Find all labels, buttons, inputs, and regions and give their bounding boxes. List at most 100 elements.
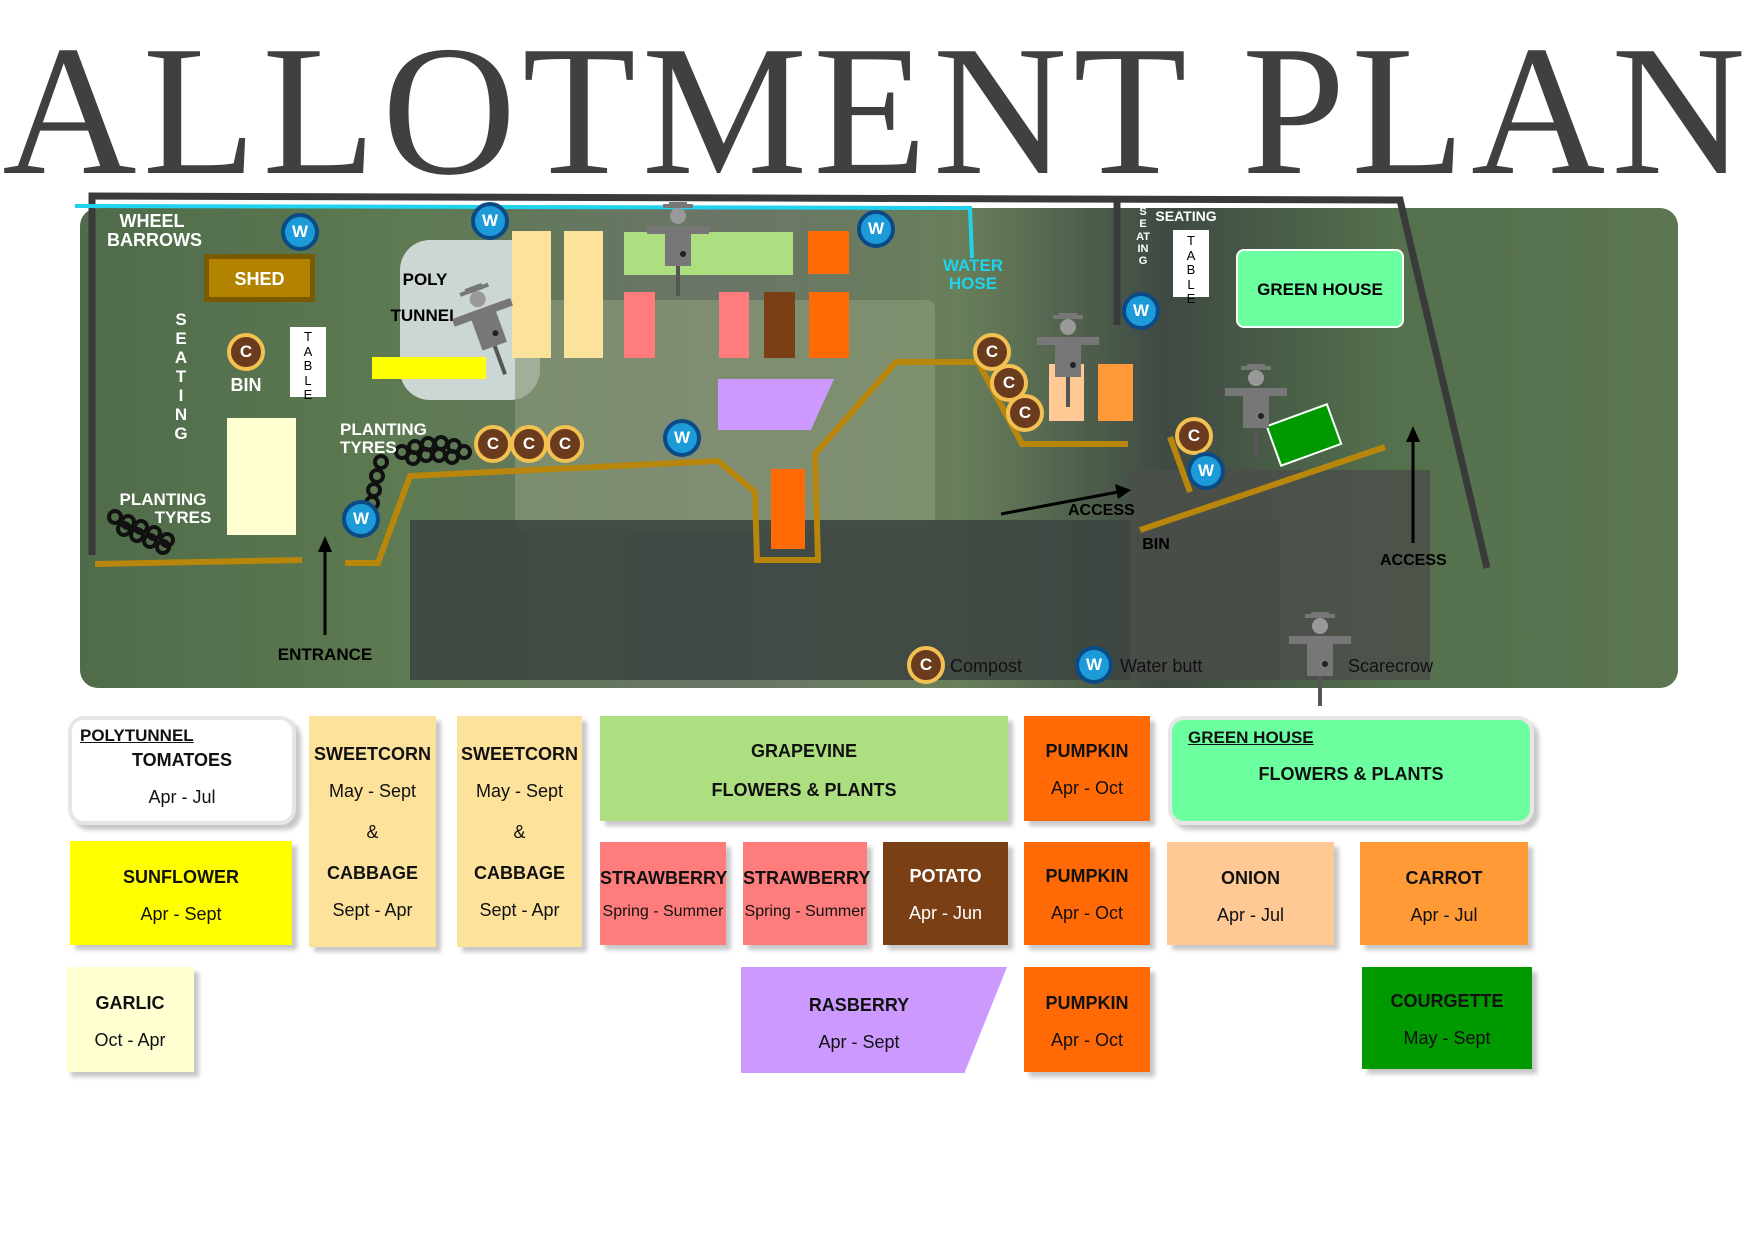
water-butt-icon: W — [342, 500, 380, 538]
bin-left-label: BIN — [230, 375, 262, 395]
pumpkin-card-3: PUMPKIN Apr - Oct — [1024, 967, 1150, 1072]
path-edge — [1167, 435, 1193, 494]
card-name: COURGETTE — [1390, 991, 1504, 1011]
card-dates: Apr - Sept — [818, 1032, 900, 1052]
compost-marker-icon: C — [990, 364, 1028, 402]
polytunnel-card: POLYTUNNEL TOMATOES Apr - Jul — [68, 716, 296, 825]
legend-water-butt-icon: W — [1075, 646, 1113, 684]
card-dates-2: Sept - Apr — [479, 900, 560, 920]
compost-marker-icon: C — [227, 333, 265, 371]
table-left-label: TABLE — [303, 329, 313, 403]
courgette-card: COURGETTE May - Sept — [1362, 967, 1532, 1069]
water-butt-icon: W — [1122, 292, 1160, 330]
grapevine-bed — [624, 232, 793, 275]
greenhouse-heading: GREEN HOUSE — [1188, 728, 1314, 747]
strawberry-bed-2 — [719, 292, 749, 358]
water-butt-icon: W — [281, 213, 319, 251]
water-butt-icon: W — [471, 202, 509, 240]
water-butt-icon: W — [1187, 452, 1225, 490]
card-dates: Apr - Jun — [908, 903, 983, 923]
garlic-card: GARLIC Oct - Apr — [66, 967, 194, 1072]
label-line: PLANTING — [119, 490, 207, 509]
compost-marker-icon: C — [1006, 394, 1044, 432]
legend-compost-icon: C — [907, 646, 945, 684]
label-line: WHEEL — [119, 211, 185, 231]
card-name: GARLIC — [95, 993, 165, 1013]
card-dates: Apr - Jul — [1410, 905, 1478, 925]
card-dates: Apr - Oct — [1050, 778, 1123, 798]
scarecrow-icon — [451, 282, 513, 376]
carrot-card: CARROT Apr - Jul — [1360, 842, 1528, 945]
seating-right-vertical-label: SEATING — [1136, 206, 1150, 268]
scarecrow-icon — [1037, 313, 1099, 407]
greenhouse-card: GREEN HOUSE FLOWERS & PLANTS — [1168, 716, 1534, 825]
legend-scarecrow-label: Scarecrow — [1348, 656, 1434, 676]
card-name: POTATO — [909, 866, 982, 886]
potato-bed — [764, 292, 795, 358]
card-dates: May - Sept — [328, 781, 417, 801]
table-right — [1173, 230, 1209, 297]
scarecrow-icon — [647, 202, 709, 296]
label-line: BARROWS — [107, 229, 202, 250]
card-name: TOMATOES — [131, 750, 232, 770]
polytunnel-heading: POLYTUNNEL — [80, 726, 194, 745]
table-right-label: TABLE — [1186, 233, 1196, 307]
green-house-label: GREEN HOUSE — [1257, 280, 1383, 299]
access-arrow — [1000, 490, 1119, 516]
strawberry-card-2: STRAWBERRY Spring - Summer — [743, 842, 871, 945]
pumpkin-bed-1 — [808, 231, 849, 274]
card-name: PUMPKIN — [1045, 866, 1129, 886]
page-title: ALLOTMENT PLAN — [2, 8, 1752, 214]
card-dates: May - Sept — [475, 781, 564, 801]
sweetcorn-card-2: SWEETCORN May - Sept & CABBAGE Sept - Ap… — [457, 716, 582, 947]
strawberry-bed-1 — [624, 292, 655, 358]
card-dates: Spring - Summer — [744, 903, 866, 920]
card-name: SUNFLOWER — [123, 867, 239, 887]
card-name: PUMPKIN — [1045, 741, 1129, 761]
path-edge — [345, 359, 1128, 566]
pumpkin-card-2: PUMPKIN Apr - Oct — [1024, 842, 1150, 945]
label-line: POLY — [402, 270, 448, 289]
pumpkin-bed-3 — [771, 469, 805, 549]
arrow-icon — [318, 536, 332, 552]
card-name-2: FLOWERS & PLANTS — [711, 780, 897, 800]
greenhouse-bed — [1236, 249, 1404, 328]
card-dates: Apr - Oct — [1050, 1030, 1123, 1050]
rasberry-card: RASBERRY Apr - Sept — [741, 967, 1007, 1073]
strawberry-card-1: STRAWBERRY Spring - Summer — [600, 842, 727, 945]
card-name: SWEETCORN — [461, 744, 578, 764]
label-line: PLANTING — [340, 420, 427, 439]
pumpkin-card-1: PUMPKIN Apr - Oct — [1024, 716, 1150, 821]
card-dates: May - Sept — [1403, 1028, 1491, 1048]
water-butt-icon: W — [663, 419, 701, 457]
legend-scarecrow-icon — [1289, 612, 1351, 706]
path-edge — [1139, 444, 1386, 533]
table-left — [290, 327, 326, 397]
seating-right-label: SEATING — [1155, 208, 1217, 224]
card-dates: Oct - Apr — [94, 1030, 166, 1050]
onion-card: ONION Apr - Jul — [1167, 842, 1334, 945]
card-dates: Apr - Jul — [148, 787, 216, 807]
sunflower-bed — [372, 357, 486, 379]
compost-marker-icon: C — [510, 425, 548, 463]
tyre-icon — [107, 435, 472, 555]
card-ampersand: & — [366, 822, 379, 842]
card-dates: Spring - Summer — [602, 903, 724, 920]
card-name: PUMPKIN — [1045, 993, 1129, 1013]
grapevine-card: GRAPEVINE FLOWERS & PLANTS — [600, 716, 1008, 821]
legend-compost-label: Compost — [950, 656, 1023, 676]
card-name: STRAWBERRY — [743, 868, 871, 888]
shed-bed — [204, 254, 315, 302]
compost-marker-icon: C — [546, 425, 584, 463]
compost-marker-icon: C — [1175, 417, 1213, 455]
card-ampersand: & — [513, 822, 526, 842]
access-right-label: ACCESS — [1380, 552, 1447, 569]
sweetcorn-bed-2 — [564, 231, 603, 358]
path-edge — [94, 557, 303, 567]
